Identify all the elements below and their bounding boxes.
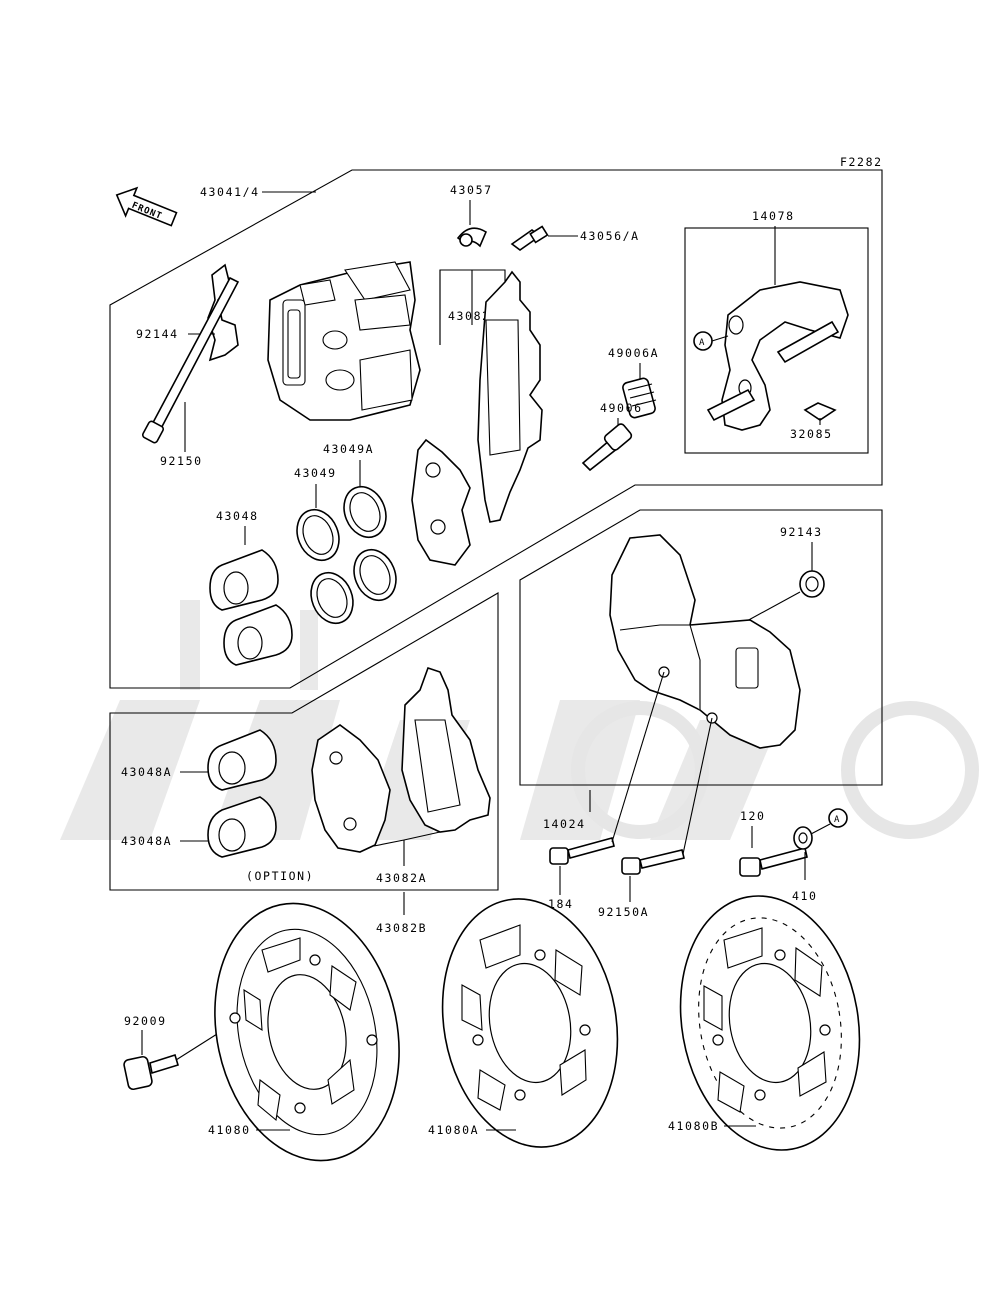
label-14078: 14078	[752, 209, 795, 223]
label-14024: 14024	[543, 817, 586, 831]
label-92144: 92144	[136, 327, 179, 341]
watermark	[60, 600, 979, 840]
bolt-184	[549, 837, 615, 865]
ref-mark-a-bottom-text: A	[834, 815, 841, 825]
bolt-92150a	[621, 849, 685, 875]
label-32085: 32085	[790, 427, 833, 441]
brake-disc-41080a	[441, 898, 619, 1148]
brake-disc-41080b	[679, 895, 861, 1151]
option-pad-front	[311, 724, 391, 853]
collar	[799, 570, 825, 598]
option-pad-rear	[401, 666, 491, 833]
option-frame	[109, 592, 499, 891]
label-43082b: 43082B	[376, 921, 427, 935]
label-43049: 43049	[294, 466, 337, 480]
label-41080a: 41080A	[428, 1123, 479, 1137]
pin-shaft	[141, 276, 240, 444]
label-41080b: 41080B	[668, 1119, 719, 1133]
bracket-frame	[684, 227, 869, 454]
option-text: (OPTION)	[246, 869, 314, 883]
bolt-120	[739, 847, 808, 877]
label-43048: 43048	[216, 509, 259, 523]
label-43049a: 43049A	[323, 442, 374, 456]
figure-code: F2282	[840, 155, 883, 169]
brake-pad-rear	[477, 270, 543, 523]
label-120: 120	[740, 809, 766, 823]
caliper-body	[267, 261, 421, 421]
label-92009: 92009	[124, 1014, 167, 1028]
label-43082: 43082	[448, 309, 491, 323]
pistons	[209, 549, 293, 666]
disc-bolt	[123, 1053, 179, 1091]
bracket-pins	[706, 320, 840, 422]
label-43056-a: 43056/A	[580, 229, 640, 243]
label-92143: 92143	[780, 525, 823, 539]
label-43082a: 43082A	[376, 871, 427, 885]
ref-mark-a-icon: A	[693, 331, 713, 351]
label-43041-4: 43041/4	[200, 185, 260, 199]
brake-pad-front	[411, 438, 471, 566]
label-43048a-1: 43048A	[121, 765, 172, 779]
label-43057: 43057	[450, 183, 493, 197]
label-49006a: 49006A	[608, 346, 659, 360]
label-43048a-2: 43048A	[121, 834, 172, 848]
label-184: 184	[548, 897, 574, 911]
label-49006: 49006	[600, 401, 643, 415]
option-pistons	[207, 729, 277, 858]
front-arrow-icon: FRONT	[115, 186, 178, 227]
clip	[803, 402, 837, 421]
label-92150a: 92150A	[598, 905, 649, 919]
bleeder-cap	[456, 227, 488, 248]
label-92150: 92150	[160, 454, 203, 468]
ref-mark-a-text: A	[699, 338, 706, 348]
label-410: 410	[792, 889, 818, 903]
ref-mark-a-bottom-icon: A	[828, 808, 848, 828]
guard-frame	[519, 509, 883, 786]
boot	[622, 377, 657, 419]
brake-disc-41080	[214, 902, 400, 1162]
seals	[296, 485, 397, 625]
pin	[581, 423, 633, 472]
bleeder-valve	[510, 225, 549, 251]
washer-410	[793, 826, 813, 850]
caliper-assembly-frame	[109, 169, 883, 689]
disc-guard	[609, 534, 801, 749]
label-41080: 41080	[208, 1123, 251, 1137]
